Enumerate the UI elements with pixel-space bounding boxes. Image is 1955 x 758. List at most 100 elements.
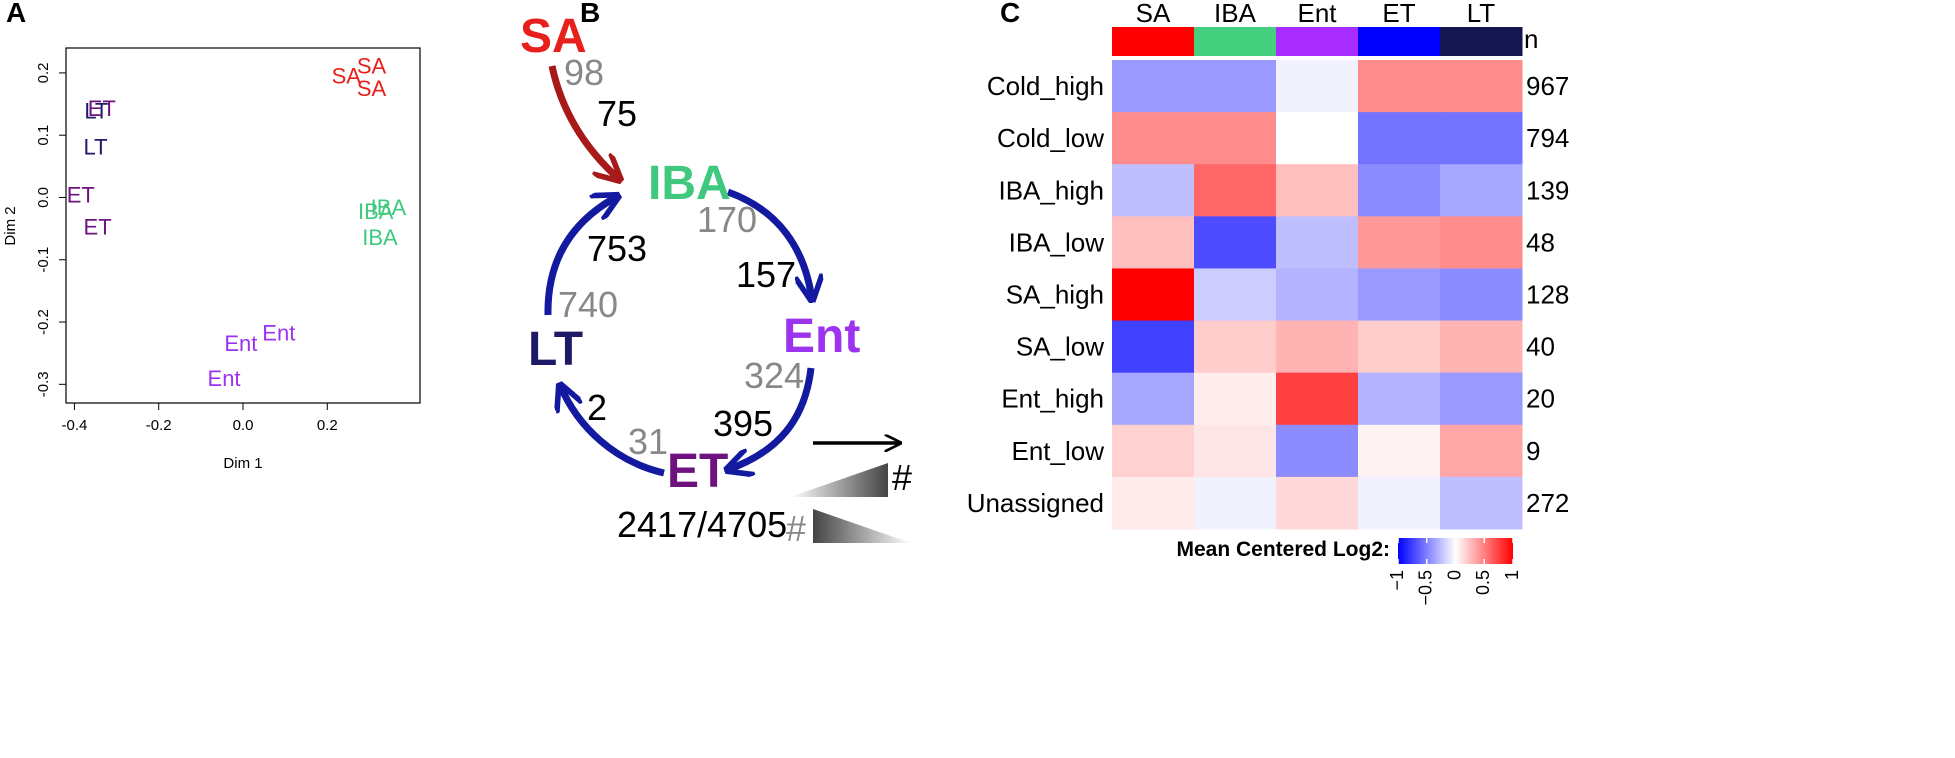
row-label: IBA_low [1009, 227, 1105, 257]
heatmap-cell [1440, 216, 1523, 269]
scatter-point-iba: IBA [371, 195, 407, 220]
column-color-iba [1194, 27, 1277, 56]
heatmap-cell [1194, 372, 1277, 426]
column-color-lt [1440, 27, 1523, 56]
heatmap-cell [1276, 476, 1359, 530]
total-count: 2417/4705 [617, 504, 787, 545]
count-sa-iba-black: 75 [597, 93, 637, 134]
heatmap-cell [1440, 476, 1523, 530]
row-label: SA_low [1016, 332, 1104, 362]
heatmap-cell [1358, 372, 1441, 426]
column-header-et: ET [1382, 0, 1415, 28]
row-label: Cold_high [987, 71, 1104, 101]
count-lt-iba-gray: 740 [558, 284, 618, 325]
y-tick-label: -0.3 [35, 371, 52, 397]
arrow-iba-to-ent [726, 188, 812, 300]
legend-tick-label: −1 [1387, 570, 1407, 591]
count-sa-iba-gray: 98 [564, 52, 604, 93]
legend-symbol-black: # [892, 457, 912, 498]
legend-tick-label: 0.5 [1473, 570, 1493, 595]
y-tick-label: -0.1 [35, 247, 52, 273]
scatter-point-sa: SA [357, 54, 387, 79]
heatmap-cell [1358, 216, 1441, 269]
row-label: Ent_low [1012, 436, 1105, 466]
column-color-et [1358, 27, 1441, 56]
row-n-value: 139 [1526, 175, 1569, 205]
scatter-point-ent: Ent [262, 320, 295, 345]
column-header-lt: LT [1467, 0, 1496, 28]
heatmap-cell [1112, 112, 1195, 165]
row-n-value: 794 [1526, 123, 1569, 153]
count-ent-et-black: 395 [713, 403, 773, 444]
row-label: IBA_high [998, 175, 1104, 205]
column-header-sa: SA [1136, 0, 1171, 28]
legend-tick-label: 0 [1444, 570, 1464, 580]
scatter-point-lt: LT [83, 135, 107, 160]
row-n-value: 48 [1526, 227, 1555, 257]
scatter-point-iba: IBA [358, 199, 394, 224]
legend-title: Mean Centered Log2: [1176, 538, 1390, 561]
legend-wedge-black [790, 463, 888, 497]
y-axis: -0.3-0.2-0.10.00.10.2 [35, 62, 66, 397]
legend-symbol-gray: # [786, 508, 806, 549]
heatmap-cell [1194, 164, 1277, 217]
panel-label-b: B [580, 0, 600, 28]
node-ent: Ent [783, 310, 860, 363]
row-n-value: 128 [1526, 280, 1569, 310]
heatmap-cell [1112, 424, 1195, 478]
row-label: Unassigned [967, 488, 1104, 518]
row-label: SA_high [1006, 280, 1104, 310]
scatter-point-ent: Ent [208, 366, 241, 391]
heatmap-cell [1358, 476, 1441, 530]
heatmap-cell [1194, 60, 1277, 113]
y-tick-label: 0.0 [35, 187, 52, 208]
y-tick-label: -0.2 [35, 309, 52, 335]
heatmap-cell [1194, 476, 1277, 530]
heatmap-cell [1194, 424, 1277, 478]
x-axis-label: Dim 1 [223, 455, 262, 472]
column-color-ent [1276, 27, 1359, 56]
legend-tick-label: 1 [1502, 570, 1522, 580]
column-color-sa [1112, 27, 1195, 56]
scatter-point-lt: LT [84, 99, 108, 124]
heatmap-cells [1112, 60, 1523, 530]
node-lt: LT [528, 323, 583, 376]
legend-tick-label: −0.5 [1416, 570, 1436, 606]
row-label: Cold_low [997, 123, 1104, 153]
panel-label-a: A [6, 0, 26, 28]
heatmap-cell [1358, 268, 1441, 322]
heatmap-cell [1112, 268, 1195, 322]
cycle-diagram: SA IBA Ent LT ET 98 75 170 157 324 395 3… [520, 10, 912, 549]
heatmap-cell [1358, 112, 1441, 165]
panel-label-c: C [1000, 0, 1020, 28]
heatmap-cell [1358, 424, 1441, 478]
heatmap-cell [1440, 164, 1523, 217]
x-tick-label: 0.0 [233, 417, 254, 434]
heatmap-cell [1440, 60, 1523, 113]
y-axis-label: Dim 2 [2, 206, 19, 245]
heatmap-cell [1276, 112, 1359, 165]
heatmap-cell [1276, 216, 1359, 269]
heatmap-cell [1440, 268, 1523, 322]
heatmap-cell [1276, 268, 1359, 322]
heatmap-column-color-bar [1112, 27, 1523, 56]
x-tick-label: -0.2 [146, 417, 172, 434]
heatmap-cell [1440, 112, 1523, 165]
arrow-lt-to-iba [544, 196, 618, 316]
row-n-value: 967 [1526, 71, 1569, 101]
row-label: Ent_high [1001, 384, 1104, 414]
heatmap-cell [1194, 320, 1277, 374]
heatmap-cell [1276, 372, 1359, 426]
scatter-point-et: ET [67, 183, 95, 208]
heatmap-cell [1194, 112, 1277, 165]
heatmap-cell [1440, 424, 1523, 478]
heatmap-cell [1276, 320, 1359, 374]
count-et-lt-black: 2 [587, 387, 607, 428]
heatmap-cell [1112, 216, 1195, 269]
row-n-value: 20 [1526, 384, 1555, 414]
